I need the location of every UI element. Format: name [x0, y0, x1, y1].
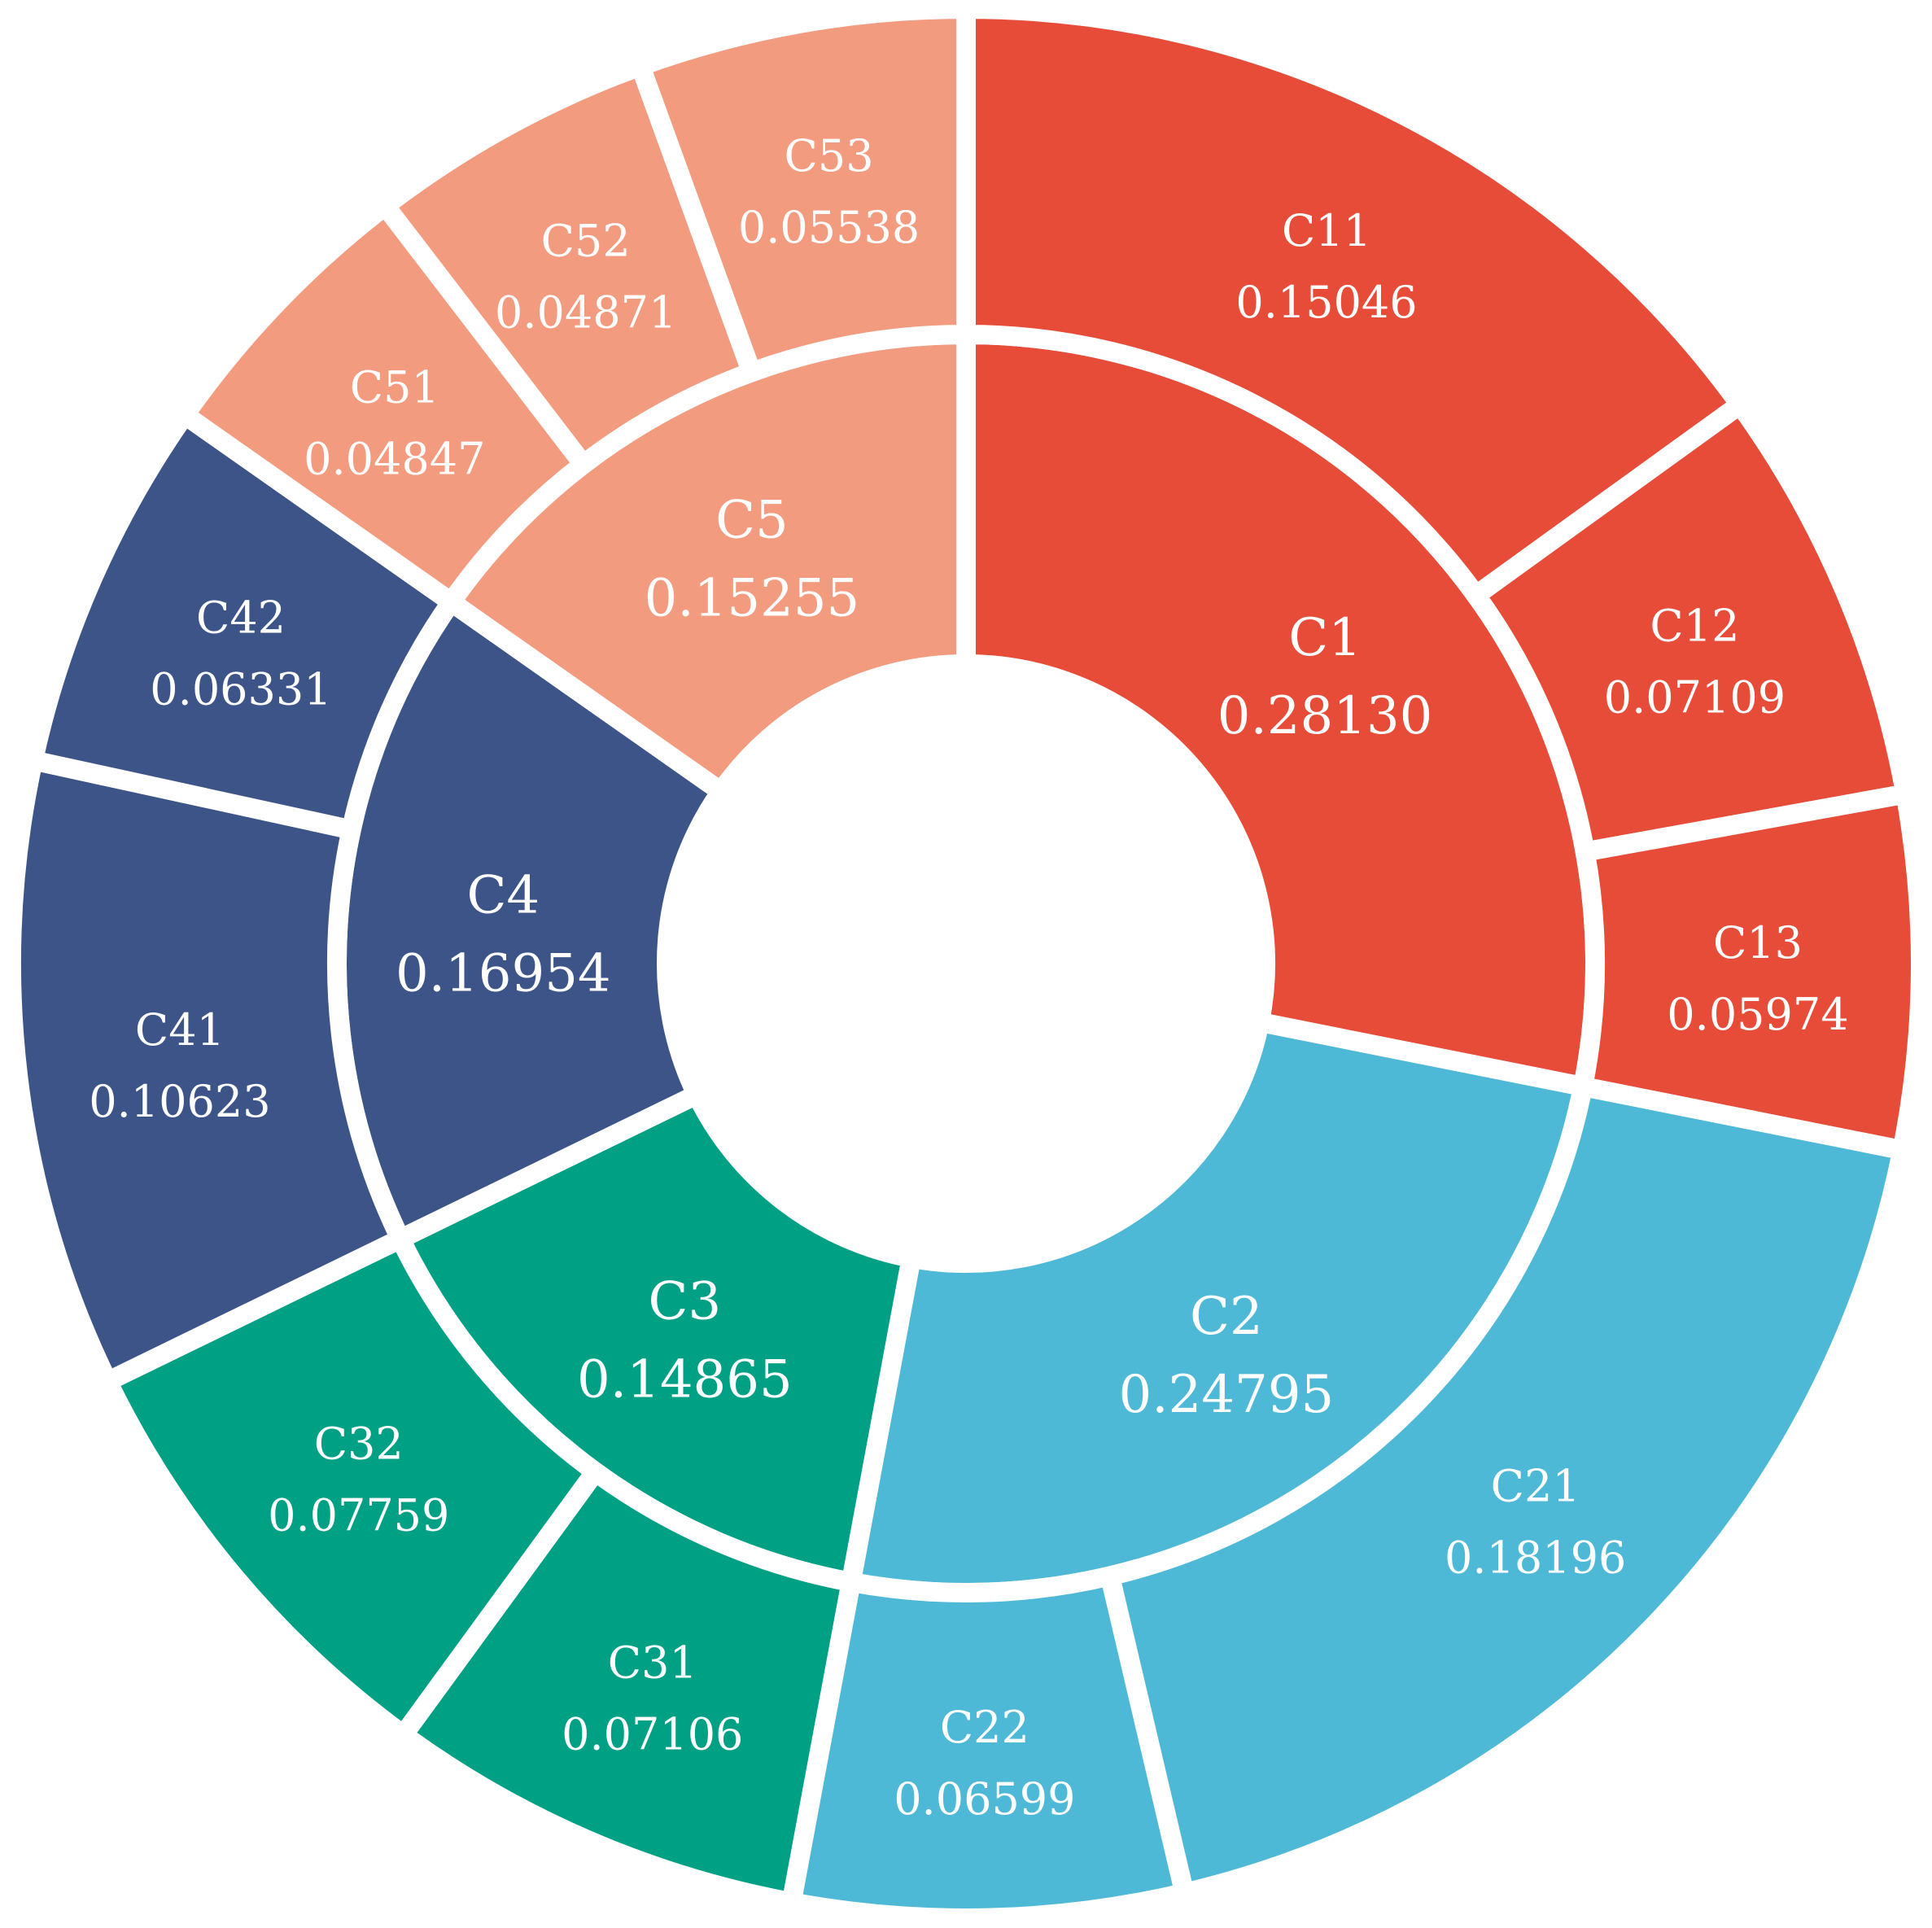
- inner-c3-label: C3 0.14865: [577, 1272, 793, 1410]
- outer-c41-label: C41 0.10623: [89, 1004, 270, 1127]
- inner-c2-label: C2 0.24795: [1119, 1287, 1335, 1425]
- outer-c42-label: C42 0.06331: [150, 592, 331, 715]
- inner-c1-label: C1 0.28130: [1217, 608, 1433, 746]
- outer-wedge-c41: [2, 749, 413, 1395]
- inner-c5-name: C5: [715, 490, 789, 550]
- inner-c5-value: 0.15255: [645, 568, 860, 628]
- outer-c51-name: C51: [350, 362, 439, 413]
- outer-c21-name: C21: [1491, 1460, 1580, 1511]
- outer-c13-label: C13 0.05974: [1667, 917, 1848, 1040]
- inner-c4-name: C4: [466, 865, 540, 925]
- inner-ring: [327, 324, 1605, 1602]
- outer-c32-label: C32 0.07759: [268, 1419, 449, 1541]
- inner-c1-value: 0.28130: [1217, 686, 1433, 746]
- outer-c41-value: 0.10623: [89, 1076, 270, 1127]
- outer-c11-value: 0.15046: [1235, 277, 1417, 328]
- outer-c52-value: 0.04871: [495, 287, 676, 339]
- outer-c12-name: C12: [1650, 600, 1739, 651]
- inner-c2-value: 0.24795: [1119, 1365, 1335, 1425]
- inner-c1-name: C1: [1288, 608, 1362, 668]
- outer-c52-label: C52 0.04871: [495, 216, 676, 339]
- outer-c11-label: C11 0.15046: [1235, 205, 1417, 328]
- outer-c22-value: 0.06599: [894, 1773, 1075, 1825]
- outer-c31-value: 0.07106: [562, 1709, 743, 1760]
- outer-c42-name: C42: [196, 592, 286, 643]
- outer-c21-label: C21 0.18196: [1445, 1460, 1626, 1583]
- outer-c51-value: 0.04847: [304, 434, 485, 485]
- inner-c2-name: C2: [1190, 1287, 1263, 1347]
- outer-c12-value: 0.07109: [1604, 671, 1786, 723]
- inner-c4-value: 0.16954: [396, 943, 611, 1003]
- outer-c11-name: C11: [1282, 205, 1371, 256]
- outer-c53-name: C53: [785, 130, 874, 181]
- inner-c3-name: C3: [649, 1272, 722, 1332]
- outer-c22-label: C22 0.06599: [894, 1702, 1075, 1825]
- outer-c21-value: 0.18196: [1445, 1532, 1626, 1583]
- inner-c4-label: C4 0.16954: [396, 865, 611, 1003]
- outer-c41-name: C41: [135, 1004, 225, 1056]
- outer-c53-label: C53 0.05538: [738, 130, 920, 253]
- outer-wedge-c21: [1098, 1074, 1914, 1905]
- outer-c13-name: C13: [1713, 917, 1803, 968]
- outer-c22-name: C22: [940, 1702, 1029, 1753]
- outer-c13-value: 0.05974: [1667, 989, 1848, 1040]
- outer-c52-name: C52: [541, 216, 631, 267]
- outer-c51-label: C51 0.04847: [304, 362, 485, 485]
- outer-wedge-c53: [627, 0, 976, 385]
- outer-c32-value: 0.07759: [268, 1490, 449, 1541]
- inner-c3-value: 0.14865: [577, 1350, 793, 1410]
- outer-c42-value: 0.06331: [150, 663, 331, 715]
- outer-c53-value: 0.05538: [738, 202, 920, 253]
- inner-c5-label: C5 0.15255: [645, 490, 860, 628]
- outer-c32-name: C32: [314, 1419, 404, 1470]
- outer-c31-label: C31 0.07106: [562, 1637, 743, 1760]
- outer-c12-label: C12 0.07109: [1604, 600, 1786, 723]
- outer-c31-name: C31: [608, 1637, 697, 1689]
- outer-wedge-c11: [956, 0, 1754, 610]
